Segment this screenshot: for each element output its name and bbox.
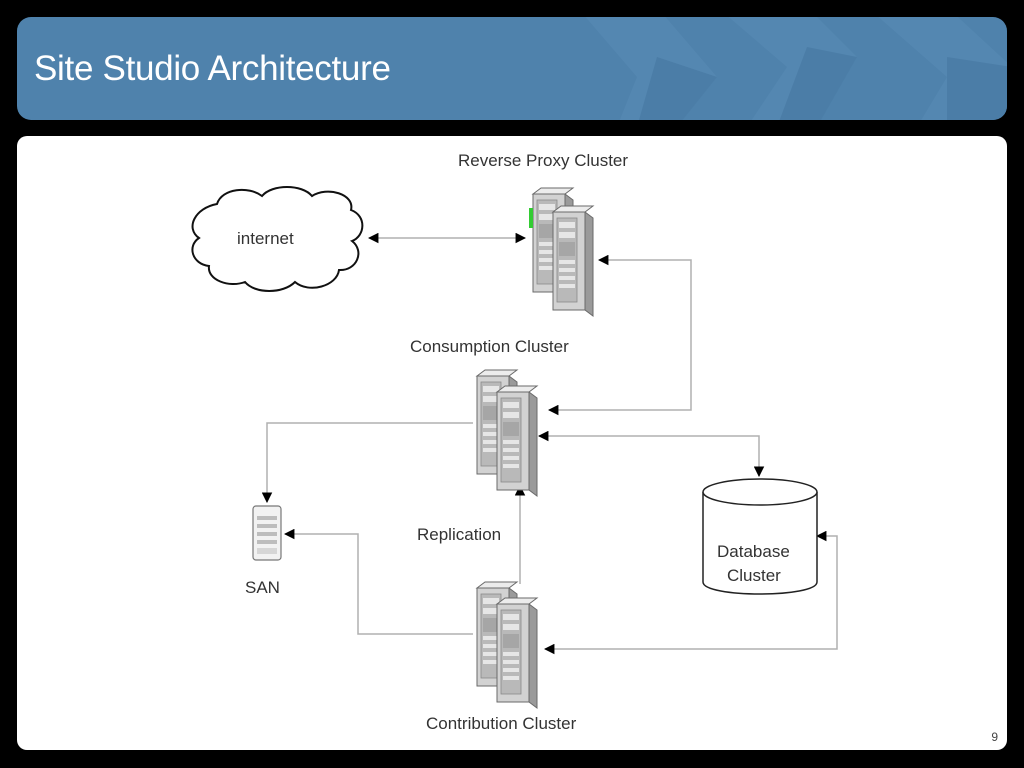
connector-proxy-consumption: [547, 254, 692, 416]
reverse-proxy-servers: [529, 187, 594, 317]
title-bar: Site Studio Architecture: [17, 17, 1007, 120]
connectors: [261, 232, 838, 655]
contribution-label: Contribution Cluster: [426, 714, 577, 733]
san-device: [252, 505, 282, 561]
slide-title: Site Studio Architecture: [34, 49, 391, 88]
database-label-line1: Database: [717, 542, 790, 561]
status-indicator: [529, 208, 533, 228]
connector-contribution-san: [283, 528, 473, 635]
title-bar-decoration: [585, 17, 1007, 120]
connector-consumption-san: [261, 422, 473, 504]
consumption-label: Consumption Cluster: [410, 337, 569, 356]
connector-contribution-database: [543, 530, 838, 655]
internet-cloud: internet: [191, 186, 364, 292]
diagram-panel: internet Reverse Proxy Cluster Consumpti…: [17, 136, 1007, 750]
contribution-servers: [476, 581, 538, 709]
architecture-diagram: internet Reverse Proxy Cluster Consumpti…: [191, 151, 838, 733]
internet-label: internet: [237, 229, 294, 248]
connector-consumption-database: [537, 430, 765, 478]
replication-label: Replication: [417, 525, 501, 544]
database-cylinder: Database Cluster: [702, 478, 818, 595]
consumption-servers: [476, 369, 538, 497]
page-number: 9: [991, 730, 998, 744]
database-label-line2: Cluster: [727, 566, 781, 585]
san-label: SAN: [245, 578, 280, 597]
reverse-proxy-label: Reverse Proxy Cluster: [458, 151, 628, 170]
